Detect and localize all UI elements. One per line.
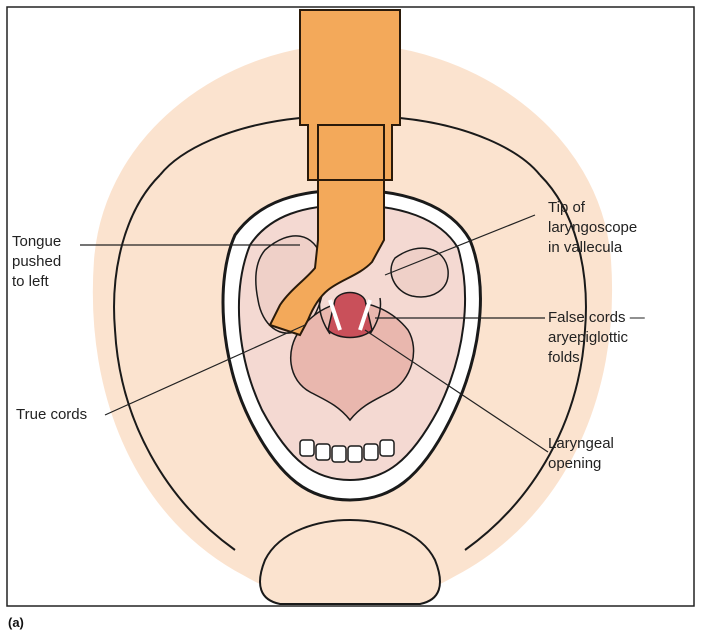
tongue-right bbox=[391, 248, 448, 297]
label-laryngeal-opening: Laryngeal opening bbox=[548, 434, 614, 474]
laryngoscope-hub bbox=[318, 125, 384, 180]
label-true-cords: True cords bbox=[16, 405, 87, 425]
label-tongue: Tongue pushed to left bbox=[12, 232, 61, 292]
panel-label: (a) bbox=[8, 615, 24, 630]
label-laryngoscope-tip: Tip of laryngoscope in vallecula bbox=[548, 198, 637, 258]
label-false-cords: False cords — aryepiglottic folds bbox=[548, 308, 645, 368]
